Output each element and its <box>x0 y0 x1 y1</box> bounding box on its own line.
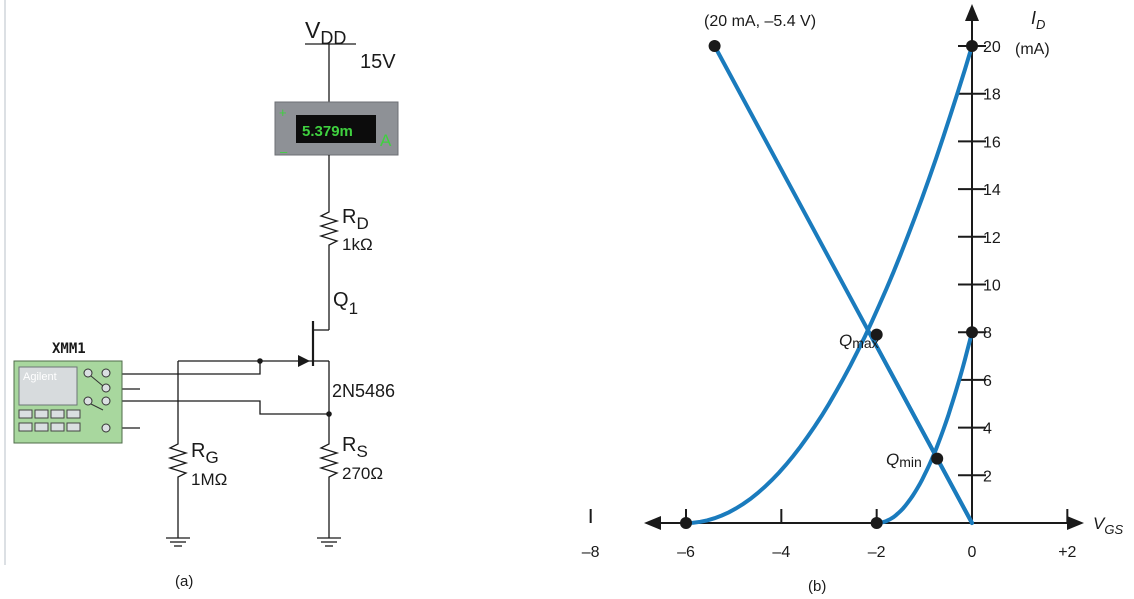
data-point <box>870 328 883 341</box>
qmin-label: Qmin <box>886 450 922 470</box>
y-ticks: 2 4 6 8 10 12 14 16 18 20 <box>958 39 1001 485</box>
resistor-rd <box>318 208 340 250</box>
ammeter-unit: A <box>380 131 392 150</box>
y-tick-label: 8 <box>983 325 992 342</box>
resistor-rs <box>318 440 340 482</box>
y-axis-title: ID <box>1031 8 1045 32</box>
x-axis-title: VGS <box>1093 514 1123 537</box>
dmm-lead <box>122 361 261 375</box>
caption-b: (b) <box>808 578 826 595</box>
y-tick-label: 16 <box>983 134 1001 151</box>
data-point <box>680 517 692 529</box>
y-tick-label: 6 <box>983 373 992 390</box>
caption-a: (a) <box>175 573 193 590</box>
y-tick-label: 12 <box>983 230 1001 247</box>
circuit-diagram: VDD 15V 5.379m A + – RD 1kΩ <box>4 0 399 590</box>
x-tick-label: –4 <box>772 544 790 561</box>
x-tick-label: –2 <box>868 544 886 561</box>
x-tick-label: –6 <box>677 544 695 561</box>
rg-label: RG <box>191 440 219 467</box>
q1-part-number: 2N5486 <box>332 381 395 401</box>
y-tick-label: 4 <box>983 421 992 438</box>
x-axis-arrow-left <box>644 516 661 530</box>
data-point <box>931 452 944 465</box>
x-axis-arrow-right <box>1067 516 1084 530</box>
rd-value: 1kΩ <box>342 235 373 254</box>
x-ticks: –8 –6 –4 –2 0 +2 <box>582 509 1077 561</box>
point-top-label: (20 mA, –5.4 V) <box>704 13 816 30</box>
q1-label: Q1 <box>333 289 358 318</box>
vdd-label: VDD <box>305 17 346 48</box>
y-tick-label: 2 <box>983 468 992 485</box>
transfer-characteristic-graph: –8 –6 –4 –2 0 +2 2 4 6 8 10 12 14 16 18 20 ID (mA) VGS… <box>582 4 1123 595</box>
ammeter-minus: – <box>280 144 288 159</box>
x-tick-label: +2 <box>1058 544 1076 561</box>
points <box>680 40 978 529</box>
x-tick-label: –8 <box>582 544 600 561</box>
rd-label: RD <box>342 206 369 233</box>
data-point <box>966 326 978 339</box>
data-point <box>966 40 978 52</box>
dmm-name: XMM1 <box>52 341 86 357</box>
ammeter-plus: + <box>279 105 287 120</box>
curve-line <box>684 44 974 525</box>
curve-line <box>874 330 974 525</box>
y-tick-label: 20 <box>983 39 1001 56</box>
ammeter[interactable]: 5.379m A + – <box>274 101 399 159</box>
curves <box>684 44 974 525</box>
rg-value: 1MΩ <box>191 470 227 489</box>
y-tick-label: 10 <box>983 278 1001 295</box>
data-point <box>708 40 721 52</box>
y-tick-label: 14 <box>983 182 1001 199</box>
jfet-q1 <box>270 321 329 367</box>
curve-line <box>867 330 974 525</box>
multimeter-xmm1[interactable]: Agilent <box>13 360 123 444</box>
qmax-label: Qmax <box>839 331 879 351</box>
resistor-rg <box>167 440 189 482</box>
dmm-brand: Agilent <box>23 371 57 383</box>
vdd-value: 15V <box>360 51 396 73</box>
data-point <box>870 517 883 529</box>
ground-symbol <box>317 537 341 547</box>
rs-value: 270Ω <box>342 464 383 483</box>
y-tick-label: 18 <box>983 87 1001 104</box>
dmm-lead <box>122 400 329 415</box>
ammeter-reading: 5.379m <box>302 123 353 140</box>
rs-label: RS <box>342 434 368 461</box>
y-axis-arrow <box>965 4 979 21</box>
ground-symbol <box>166 537 190 547</box>
x-tick-label: 0 <box>968 544 977 561</box>
y-axis-unit: (mA) <box>1015 41 1050 58</box>
